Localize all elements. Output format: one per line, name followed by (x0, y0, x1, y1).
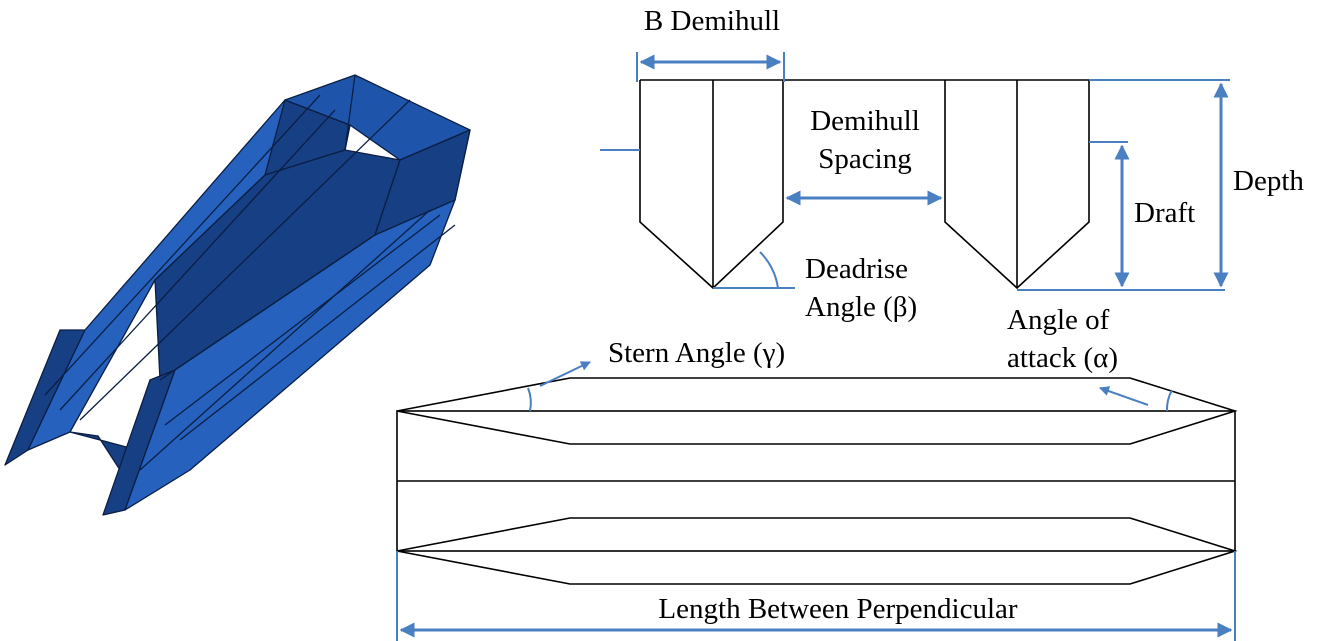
draft-label: Draft (1134, 197, 1195, 229)
demihull-spacing-label-line1: Demihull (810, 105, 920, 137)
deadrise-label-line2: Angle (β) (805, 291, 917, 323)
stern-angle-pointer (539, 361, 591, 387)
length-between-perpendicular-label: Length Between Perpendicular (658, 593, 1017, 625)
left-demihull-section (639, 80, 784, 290)
cross-section-view (600, 52, 1230, 291)
plan-view (396, 361, 1238, 641)
attack-angle-pointer (1099, 386, 1149, 406)
stern-angle-label: Stern Angle (γ) (608, 337, 785, 369)
demihull-spacing-label-line2: Spacing (818, 143, 911, 175)
angle-of-attack-label-line2: attack (α) (1007, 342, 1118, 374)
catamaran-3d-model (4, 74, 471, 516)
deadrise-label-line1: Deadrise (805, 253, 908, 285)
angle-of-attack-label-line1: Angle of (1007, 304, 1110, 336)
depth-label: Depth (1233, 165, 1304, 197)
b-demihull-label: B Demihull (644, 5, 780, 37)
